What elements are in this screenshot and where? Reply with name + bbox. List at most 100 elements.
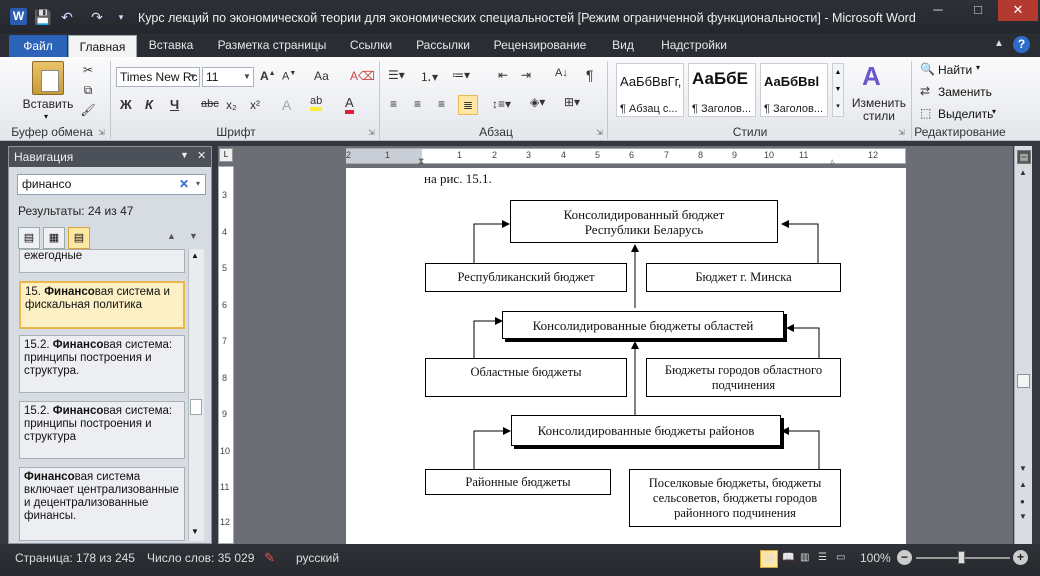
diagram-box-consolidated-budget[interactable]: Консолидированный бюджет Республики Бела… bbox=[510, 200, 778, 243]
change-styles-icon[interactable]: A bbox=[862, 61, 881, 91]
zoom-in-icon[interactable]: + bbox=[1013, 550, 1028, 565]
tab-addins[interactable]: Надстройки bbox=[661, 38, 727, 52]
horizontal-ruler[interactable] bbox=[346, 148, 906, 164]
change-styles-button[interactable]: Изменить стили bbox=[851, 96, 907, 123]
scroll-up-icon[interactable]: ▲ bbox=[191, 251, 199, 260]
zoom-slider-thumb[interactable] bbox=[958, 551, 965, 564]
tab-page-layout[interactable]: Разметка страницы bbox=[217, 38, 327, 52]
save-icon[interactable]: 💾 bbox=[34, 9, 52, 25]
search-result[interactable]: ежегодные bbox=[19, 249, 185, 273]
decrease-indent-icon[interactable]: ⇤ bbox=[498, 68, 509, 82]
styles-launcher-icon[interactable]: ⇲ bbox=[898, 128, 905, 137]
scroll-down-icon[interactable]: ▼ bbox=[191, 527, 199, 536]
results-view-icon[interactable]: ▤ bbox=[68, 227, 90, 249]
bold-button[interactable]: Ж bbox=[120, 97, 132, 112]
headings-view-icon[interactable]: ▤ bbox=[18, 227, 40, 249]
diagram-box-minsk[interactable]: Бюджет г. Минска bbox=[646, 263, 841, 292]
select-button[interactable]: Выделить bbox=[938, 107, 994, 121]
select-dropdown-icon[interactable]: ▾ bbox=[992, 107, 997, 116]
prev-result-icon[interactable]: ▲ bbox=[167, 231, 176, 241]
underline-button[interactable]: Ч bbox=[170, 97, 180, 112]
browse-object-icon[interactable]: ● bbox=[1020, 497, 1025, 506]
font-size-combo[interactable]: 11▼ bbox=[202, 67, 254, 87]
search-result[interactable]: Финансовая система включает централизова… bbox=[19, 467, 185, 541]
align-right-icon[interactable]: ≡ bbox=[438, 97, 446, 111]
styles-scroll[interactable]: ▲▼▾ bbox=[832, 63, 844, 117]
justify-icon[interactable]: ≣ bbox=[458, 95, 478, 115]
collapse-ribbon-icon[interactable]: ▲ bbox=[994, 38, 1004, 49]
show-marks-icon[interactable]: ¶ bbox=[586, 67, 594, 83]
cut-icon[interactable]: ✂ bbox=[82, 63, 94, 77]
tab-insert[interactable]: Вставка bbox=[148, 38, 194, 52]
ruler-toggle-icon[interactable]: L bbox=[219, 148, 233, 162]
zoom-out-icon[interactable]: − bbox=[897, 550, 912, 565]
nav-close-icon[interactable]: ✕ bbox=[197, 150, 207, 162]
paste-button[interactable]: Вставить bbox=[22, 97, 74, 111]
style-normal[interactable]: АаБбВвГг, ¶ Абзац с... bbox=[616, 63, 684, 117]
multilevel-list-icon[interactable]: ≔▾ bbox=[452, 68, 471, 82]
change-case-button[interactable]: Аа bbox=[314, 69, 329, 83]
full-screen-reading-icon[interactable]: 📖 bbox=[782, 552, 795, 563]
next-result-icon[interactable]: ▼ bbox=[189, 231, 198, 241]
close-button[interactable]: ✕ bbox=[998, 0, 1038, 21]
select-icon[interactable]: ⬚ bbox=[920, 106, 932, 120]
shading-icon[interactable]: ◈▾ bbox=[530, 95, 546, 109]
replace-icon[interactable]: ⇄ bbox=[920, 84, 931, 98]
page-count[interactable]: Страница: 178 из 245 bbox=[15, 551, 135, 565]
nav-menu-icon[interactable]: ▼ bbox=[180, 150, 189, 160]
format-painter-icon[interactable]: 🖌 bbox=[80, 103, 96, 117]
search-dropdown-icon[interactable]: ▾ bbox=[196, 179, 201, 188]
superscript-button[interactable]: x² bbox=[250, 98, 260, 112]
undo-icon[interactable]: ↶ bbox=[61, 9, 73, 25]
maximize-button[interactable]: □ bbox=[974, 2, 982, 17]
font-name-combo[interactable]: Times New Rc▼ bbox=[116, 67, 200, 87]
increase-indent-icon[interactable]: ⇥ bbox=[521, 68, 532, 82]
outline-icon[interactable]: ☰ bbox=[818, 552, 827, 563]
diagram-box-district[interactable]: Районные бюджеты bbox=[425, 469, 611, 495]
quick-access-menu-icon[interactable]: ▾ bbox=[118, 12, 124, 22]
find-dropdown-icon[interactable]: ▾ bbox=[976, 63, 981, 72]
find-icon[interactable]: 🔍 bbox=[920, 62, 935, 76]
tab-mailings[interactable]: Рассылки bbox=[416, 38, 470, 52]
style-heading2[interactable]: АаБбВвl ¶ Заголов... bbox=[760, 63, 828, 117]
paragraph-launcher-icon[interactable]: ⇲ bbox=[596, 128, 603, 137]
replace-button[interactable]: Заменить bbox=[938, 85, 992, 99]
diagram-box-districts[interactable]: Консолидированные бюджеты районов bbox=[511, 415, 781, 446]
zoom-level[interactable]: 100% bbox=[860, 551, 891, 565]
tab-references[interactable]: Ссылки bbox=[349, 38, 393, 52]
tab-file[interactable]: Файл bbox=[9, 35, 67, 58]
scroll-down-icon[interactable]: ▼ bbox=[1019, 464, 1027, 473]
vertical-ruler[interactable] bbox=[218, 166, 234, 544]
scroll-up-icon[interactable]: ▲ bbox=[1019, 168, 1027, 177]
highlight-icon[interactable]: ab bbox=[310, 95, 323, 111]
tab-review[interactable]: Рецензирование bbox=[493, 38, 587, 52]
scroll-thumb[interactable] bbox=[1017, 374, 1030, 388]
print-layout-icon[interactable]: ▤ bbox=[760, 550, 778, 568]
tab-home[interactable]: Главная bbox=[68, 35, 137, 58]
view-ruler-icon[interactable]: ▤ bbox=[1017, 150, 1031, 164]
redo-icon[interactable]: ↷ bbox=[91, 9, 103, 25]
copy-icon[interactable]: ⧉ bbox=[83, 83, 93, 97]
paste-icon[interactable] bbox=[32, 61, 64, 95]
indent-marker-icon[interactable]: ⧗ bbox=[418, 156, 425, 166]
web-layout-icon[interactable]: ▥ bbox=[800, 552, 810, 563]
right-indent-marker-icon[interactable]: ▵ bbox=[830, 156, 835, 166]
spellcheck-icon[interactable]: ✎ bbox=[264, 550, 275, 565]
next-page-icon[interactable]: ▼ bbox=[1019, 512, 1027, 521]
minimize-button[interactable]: ─ bbox=[933, 2, 943, 17]
nav-search-input[interactable]: финансо bbox=[17, 174, 206, 195]
search-result[interactable]: 15. Финансовая система и фискальная поли… bbox=[19, 281, 185, 329]
clear-search-icon[interactable]: ✕ bbox=[179, 177, 190, 191]
clipboard-launcher-icon[interactable]: ⇲ bbox=[98, 128, 105, 137]
numbering-icon[interactable]: ⒈▾ bbox=[420, 70, 439, 84]
prev-page-icon[interactable]: ▲ bbox=[1019, 480, 1027, 489]
nav-scrollbar[interactable]: ▲ ▼ bbox=[188, 249, 204, 541]
shrink-font-icon[interactable]: A▼ bbox=[282, 70, 297, 83]
align-center-icon[interactable]: ≡ bbox=[414, 97, 422, 111]
borders-icon[interactable]: ⊞▾ bbox=[564, 95, 581, 109]
find-button[interactable]: Найти bbox=[938, 63, 973, 77]
search-result[interactable]: 15.2. Финансовая система: принципы постр… bbox=[19, 401, 185, 459]
diagram-box-regions[interactable]: Консолидированные бюджеты областей bbox=[502, 311, 784, 339]
diagram-box-regional[interactable]: Областные бюджеты bbox=[425, 358, 627, 397]
word-count[interactable]: Число слов: 35 029 bbox=[147, 551, 255, 565]
